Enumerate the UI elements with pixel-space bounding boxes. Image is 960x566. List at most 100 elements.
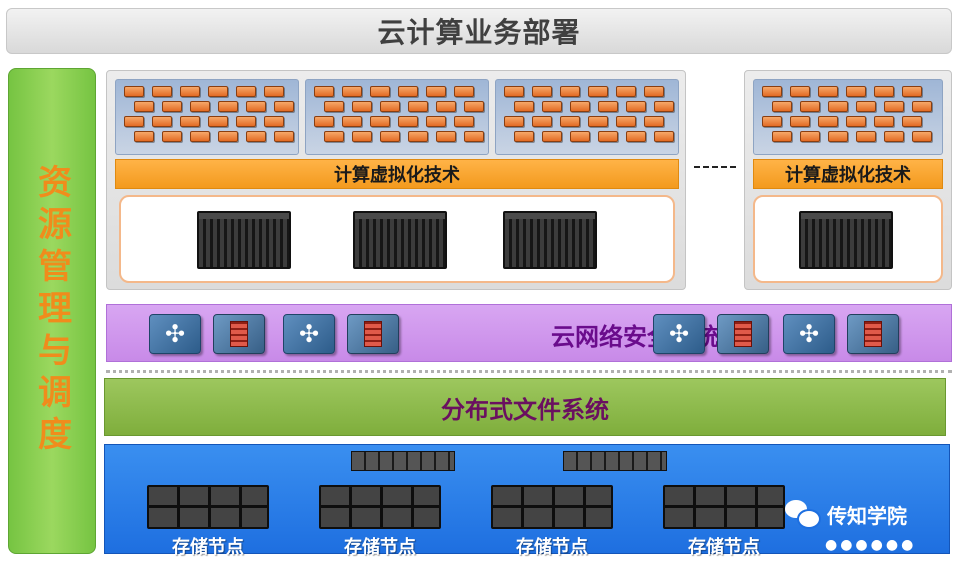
firewall-icon [717, 314, 769, 354]
virtual-machine-icon [436, 101, 456, 112]
compute-virtualization-bar: 计算虚拟化技术 [115, 159, 679, 189]
virtual-machine-icon [532, 86, 552, 97]
wechat-icon [785, 500, 821, 529]
blade-server-icon [503, 211, 597, 269]
virtual-machine-icon [190, 101, 210, 112]
virtual-machine-icon [856, 131, 876, 142]
virtual-machine-icon [464, 101, 484, 112]
virtual-machine-icon [190, 131, 210, 142]
virtual-machine-icon [454, 86, 474, 97]
firewall-icon [847, 314, 899, 354]
more-nodes-indicator: ●●●●●● [825, 537, 917, 553]
virtual-machine-icon [616, 86, 636, 97]
virtual-machine-icon [874, 86, 894, 97]
virtual-machine-icon [264, 86, 284, 97]
layer-divider [106, 370, 952, 373]
vm-group-1 [115, 79, 299, 155]
virtual-machine-icon [912, 131, 932, 142]
virtual-machine-icon [408, 101, 428, 112]
virtual-machine-icon [772, 101, 792, 112]
virtual-machine-icon [436, 131, 456, 142]
virtual-machine-icon [124, 86, 144, 97]
virtual-machine-icon [352, 101, 372, 112]
physical-server-box-right [753, 195, 943, 283]
blade-server-icon [197, 211, 291, 269]
vm-group-2 [305, 79, 489, 155]
virtual-machine-icon [598, 131, 618, 142]
virtual-machine-icon [504, 86, 524, 97]
virtual-machine-icon [532, 116, 552, 127]
virtual-machine-icon [790, 86, 810, 97]
firewall-icon [347, 314, 399, 354]
page-title: 云计算业务部署 [6, 8, 952, 54]
virtual-machine-icon [236, 86, 256, 97]
virtual-machine-icon [902, 86, 922, 97]
virtual-machine-icon [274, 131, 294, 142]
virtual-machine-icon [162, 131, 182, 142]
virtual-machine-icon [626, 101, 646, 112]
resource-scheduling-panel: 资源管理与调度 [8, 68, 96, 554]
vm-group-3 [495, 79, 679, 155]
virtual-machine-icon [542, 101, 562, 112]
router-icon: ✣ [149, 314, 201, 354]
virtual-machine-icon [380, 131, 400, 142]
virtual-machine-icon [588, 86, 608, 97]
virtual-machine-icon [180, 116, 200, 127]
virtual-machine-icon [162, 101, 182, 112]
virtual-machine-icon [762, 86, 782, 97]
storage-array-icon [491, 485, 613, 529]
virtual-machine-icon [152, 116, 172, 127]
virtual-machine-icon [800, 101, 820, 112]
virtual-machine-icon [134, 101, 154, 112]
virtual-machine-icon [514, 131, 534, 142]
virtual-machine-icon [598, 101, 618, 112]
virtual-machine-icon [246, 101, 266, 112]
router-icon: ✣ [783, 314, 835, 354]
storage-array-icon [147, 485, 269, 529]
network-security-label: 云网络安全系统 [551, 322, 719, 351]
virtual-machine-icon [856, 101, 876, 112]
virtual-machine-icon [504, 116, 524, 127]
virtual-machine-icon [654, 101, 674, 112]
virtual-machine-icon [218, 101, 238, 112]
virtual-machine-icon [560, 116, 580, 127]
storage-band: 存储节点 存储节点 存储节点 存储节点 传知学院 ●●●●●● [104, 444, 950, 558]
vm-group-4 [753, 79, 943, 155]
virtual-machine-icon [152, 86, 172, 97]
firewall-icon [213, 314, 265, 354]
virtual-machine-icon [542, 131, 562, 142]
virtual-machine-icon [626, 131, 646, 142]
virtual-machine-icon [426, 86, 446, 97]
virtual-machine-icon [654, 131, 674, 142]
virtual-machine-icon [408, 131, 428, 142]
blade-server-icon [799, 211, 893, 269]
virtual-machine-icon [398, 116, 418, 127]
virtual-machine-icon [208, 116, 228, 127]
storage-controller-icon [351, 451, 455, 471]
virtual-machine-icon [264, 116, 284, 127]
virtual-machine-icon [874, 116, 894, 127]
virtual-machine-icon [236, 116, 256, 127]
virtual-machine-icon [884, 131, 904, 142]
virtual-machine-icon [588, 116, 608, 127]
virtual-machine-icon [818, 86, 838, 97]
storage-node-label: 存储节点 [688, 537, 760, 558]
virtual-machine-icon [454, 116, 474, 127]
virtual-machine-icon [514, 101, 534, 112]
virtual-machine-icon [644, 86, 664, 97]
router-icon: ✣ [283, 314, 335, 354]
compute-cluster-main: 计算虚拟化技术 [106, 70, 686, 290]
compute-virtualization-bar-right: 计算虚拟化技术 [753, 159, 943, 189]
virtual-machine-icon [560, 86, 580, 97]
virtual-machine-icon [902, 116, 922, 127]
virtual-machine-icon [370, 86, 390, 97]
virtual-machine-icon [398, 86, 418, 97]
virtual-machine-icon [884, 101, 904, 112]
virtual-machine-icon [124, 116, 144, 127]
storage-node-label: 存储节点 [172, 537, 244, 558]
virtual-machine-icon [828, 101, 848, 112]
storage-node-label: 存储节点 [516, 537, 588, 558]
virtual-machine-icon [790, 116, 810, 127]
virtual-machine-icon [772, 131, 792, 142]
virtual-machine-icon [846, 116, 866, 127]
